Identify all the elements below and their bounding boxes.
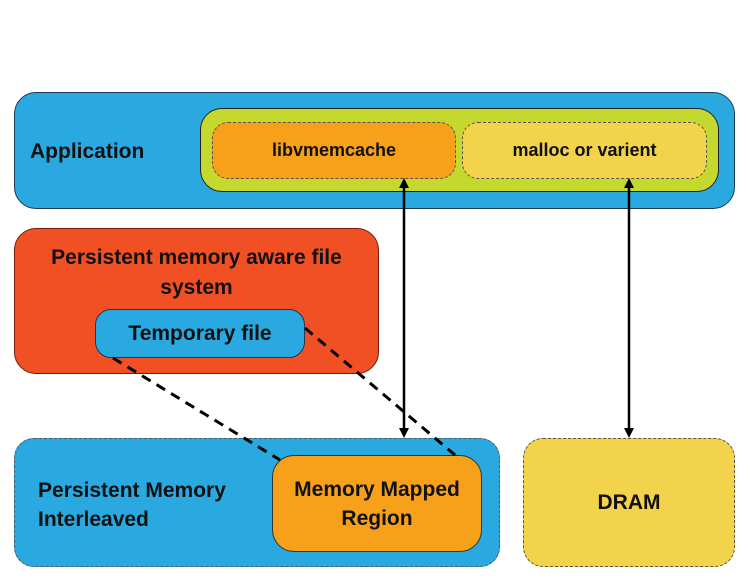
dashed-link-right [304, 326, 456, 457]
malloc-box: malloc or varient [462, 122, 707, 179]
mapped-region-box: Memory Mapped Region [272, 455, 482, 552]
libvmemcache-box: libvmemcache [212, 122, 456, 179]
dram-box: DRAM [523, 438, 735, 567]
temp-file-box: Temporary file [95, 309, 305, 358]
dashed-link-left [112, 356, 281, 462]
application-label: Application [30, 140, 145, 163]
filesystem-label: Persistent memory aware file system [51, 246, 342, 299]
pmem-label: Persistent Memory Interleaved [38, 479, 226, 531]
